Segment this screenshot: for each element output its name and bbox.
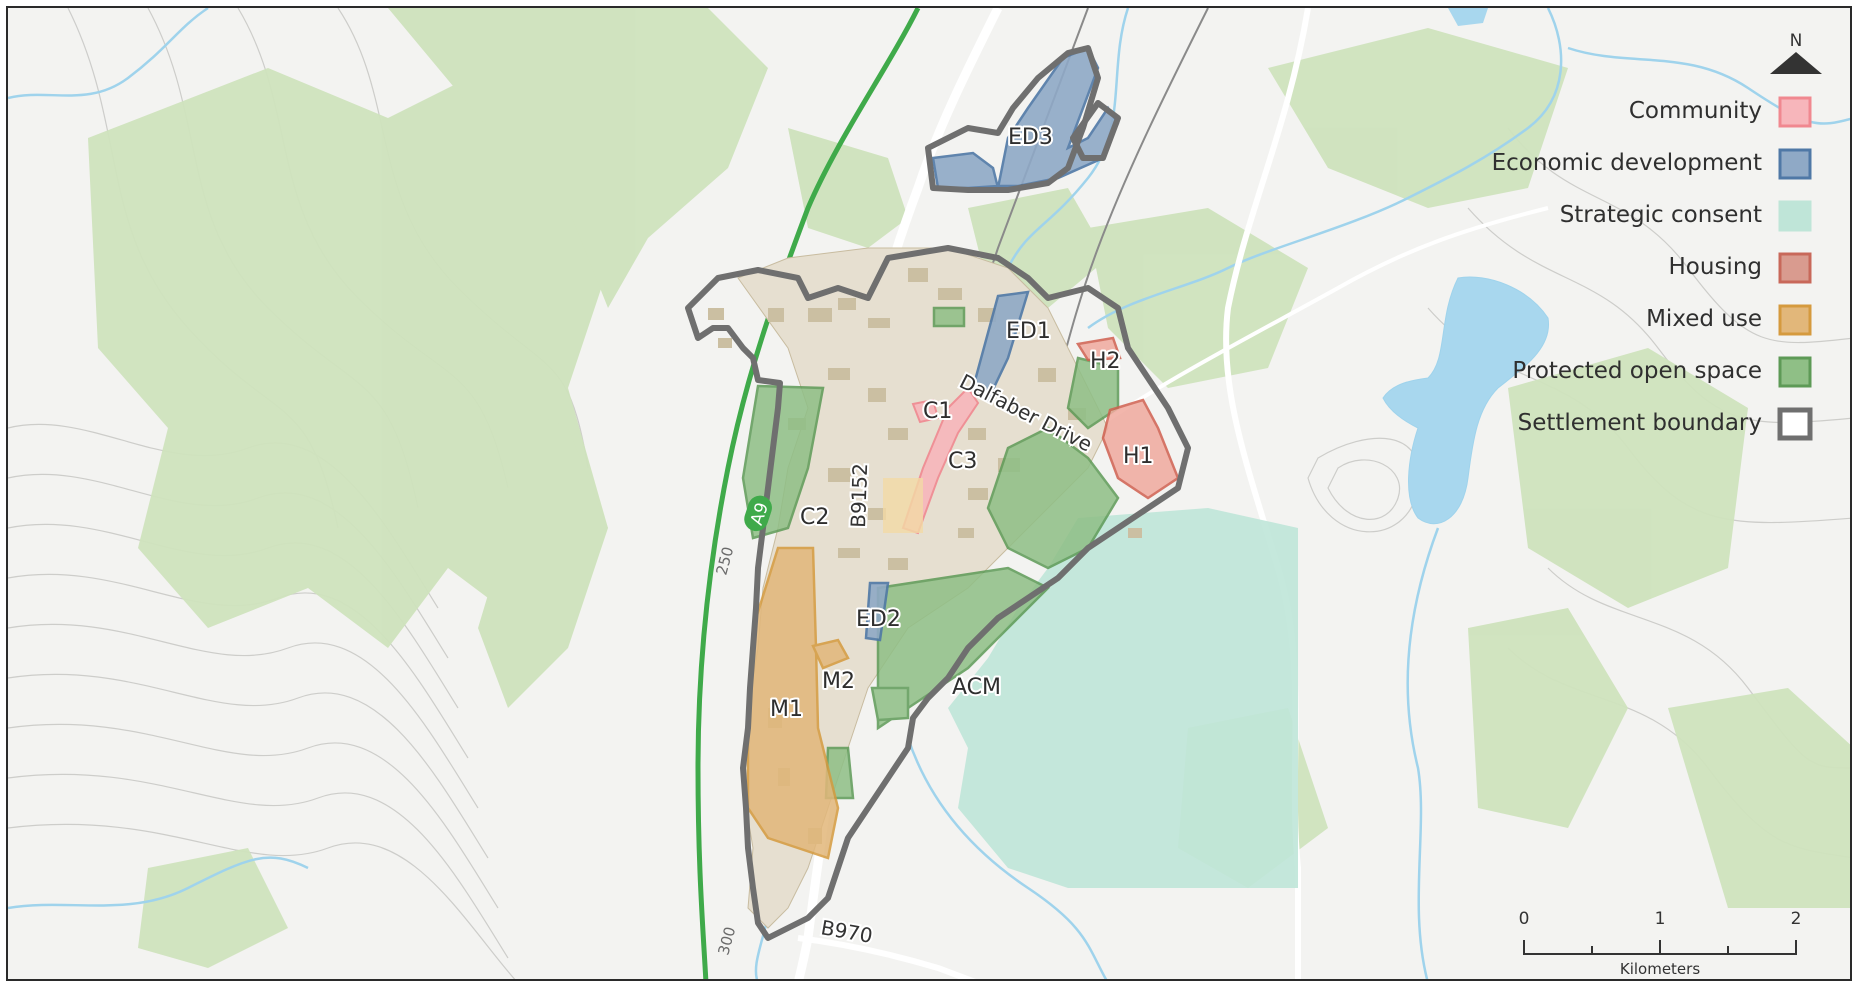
scale-tick-2: 2	[1791, 909, 1802, 929]
legend-label: Community	[1629, 98, 1762, 124]
map-canvas[interactable]: ED3 ED1 H2 H1 C1 C3 C2 ED2 M2 M1 ACM A9 …	[8, 8, 1852, 981]
scale-bar-line	[1523, 940, 1797, 955]
legend-item-mixed-use: Mixed use	[1646, 304, 1812, 336]
legend-swatch-strategic-consent	[1778, 200, 1812, 232]
scale-tick-0: 0	[1519, 909, 1530, 929]
legend-swatch-economic-development	[1778, 148, 1812, 180]
legend-item-protected-open-space: Protected open space	[1512, 356, 1812, 388]
north-arrow: N	[1770, 31, 1822, 74]
legend-label: Economic development	[1492, 150, 1762, 176]
site-labels: ED3 ED1 H2 H1 C1 C3 C2 ED2 M2 M1 ACM	[768, 123, 1156, 724]
loch	[1382, 276, 1549, 525]
site-label-h1: H1	[1123, 444, 1154, 469]
site-label-ed1: ED1	[1006, 319, 1051, 344]
site-label-c2: C2	[800, 505, 829, 530]
legend-item-community: Community	[1629, 96, 1812, 128]
b970-road	[797, 935, 976, 979]
site-label-ed2: ED2	[856, 607, 901, 632]
map-frame: ED3 ED1 H2 H1 C1 C3 C2 ED2 M2 M1 ACM A9 …	[6, 6, 1852, 981]
legend-label: Housing	[1669, 254, 1763, 280]
site-label-m1: M1	[770, 697, 803, 722]
legend-label: Protected open space	[1512, 358, 1762, 384]
legend-label: Strategic consent	[1560, 202, 1762, 228]
north-label: N	[1790, 31, 1803, 51]
site-label-m2: M2	[822, 669, 855, 694]
legend: Community Economic development Strategic…	[1492, 96, 1813, 441]
a9-road	[695, 8, 921, 979]
small-lake	[1448, 8, 1488, 26]
legend-label: Settlement boundary	[1518, 410, 1762, 436]
a9-shield-icon	[744, 495, 772, 532]
legend-item-housing: Housing	[1669, 252, 1812, 284]
legend-swatch-housing	[1778, 252, 1812, 284]
legend-item-economic-development: Economic development	[1492, 148, 1812, 180]
site-label-c1: C1	[923, 399, 952, 424]
road-label-b9152: B9152	[846, 463, 872, 528]
legend-item-settlement-boundary: Settlement boundary	[1518, 407, 1813, 441]
scale-unit-label: Kilometers	[1620, 960, 1700, 978]
legend-swatch-community	[1778, 96, 1812, 128]
housing-areas[interactable]	[1075, 336, 1180, 500]
site-label-h2: H2	[1090, 349, 1121, 374]
scale-bar: 0 1 2 Kilometers	[1519, 909, 1802, 978]
minor-road-east	[1066, 206, 1549, 450]
building-clusters	[708, 268, 1142, 844]
settlement-boundary[interactable]	[685, 45, 1191, 941]
site-label-ed3: ED3	[1008, 125, 1053, 150]
strategic-consent-area[interactable]	[948, 508, 1298, 888]
legend-swatch-protected-open-space	[1778, 356, 1812, 388]
site-label-acm: ACM	[952, 675, 1001, 700]
north-arrow-icon	[1770, 52, 1822, 74]
site-label-c3: C3	[948, 449, 977, 474]
legend-label: Mixed use	[1646, 306, 1762, 332]
scale-tick-1: 1	[1655, 909, 1666, 929]
community-c2-area[interactable]	[883, 478, 923, 533]
legend-swatch-mixed-use	[1778, 304, 1812, 336]
legend-swatch-settlement-boundary	[1777, 407, 1813, 441]
legend-item-strategic-consent: Strategic consent	[1560, 200, 1812, 232]
